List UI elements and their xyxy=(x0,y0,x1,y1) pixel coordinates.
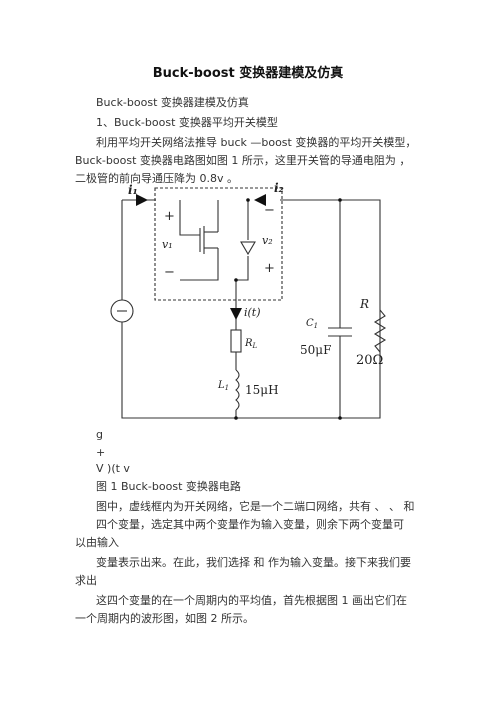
paragraph-line: 图中，虚线框内为开关网络，它是一个二端口网络，共有 、 、 和 xyxy=(96,500,415,513)
stray-text-plus: + xyxy=(96,446,106,459)
circuit-diagram: i₁ i₂ + − v₁ − + v₂ i(t) RL L1 15μH C1 5… xyxy=(110,181,387,420)
label-r: R xyxy=(359,297,369,311)
label-it: i(t) xyxy=(244,306,261,319)
paragraph-line: 四个变量，选定其中两个变量作为输入变量，则余下两个变量可 xyxy=(96,518,404,531)
label-capacitor-value: 50μF xyxy=(300,343,331,357)
label-i2: i₂ xyxy=(274,181,284,195)
label-plus-left: + xyxy=(164,209,175,224)
label-minus-left: − xyxy=(164,265,175,280)
stray-text-vt: V )(t v xyxy=(96,462,130,475)
paragraph-line: Buck-boost 变换器电路图如图 1 所示，这里开关管的导通电阻为 ， xyxy=(75,154,411,167)
heading: Buck-boost 变换器建模及仿真 xyxy=(96,96,249,109)
paragraph-line: 以由输入 xyxy=(75,536,119,549)
diode-symbol xyxy=(240,241,256,256)
paragraph-line: 这四个变量的在一个周期内的平均值，首先根据图 1 画出它们在 xyxy=(96,594,407,607)
label-plus-right: + xyxy=(264,261,275,276)
label-v2: v₂ xyxy=(262,234,273,247)
current-arrow-i1 xyxy=(136,194,148,206)
document-title: Buck-boost 变换器建模及仿真 xyxy=(152,66,344,81)
section-heading: 1、Buck-boost 变换器平均开关模型 xyxy=(96,116,278,129)
label-rl: RL xyxy=(244,338,258,350)
stray-text-g: g xyxy=(96,428,103,441)
label-v1: v₁ xyxy=(162,238,173,251)
label-c1: C1 xyxy=(306,318,318,330)
paragraph-line: 二极管的前向导通压降为 0.8v 。 xyxy=(75,172,238,185)
label-resistor-value: 20Ω xyxy=(356,353,383,368)
paragraph-line: 变量表示出来。在此，我们选择 和 作为输入变量。接下来我们要 xyxy=(96,556,411,569)
figure-caption: 图 1 Buck-boost 变换器电路 xyxy=(96,480,241,493)
current-arrow-it xyxy=(230,308,242,320)
paragraph-line: 利用平均开关网络法推导 buck —boost 变换器的平均开关模型， xyxy=(96,136,417,149)
current-arrow-i2 xyxy=(254,194,266,206)
label-l1: L1 xyxy=(217,380,229,392)
paragraph-line: 一个周期内的波形图，如图 2 所示。 xyxy=(75,612,254,625)
paragraph-line: 求出 xyxy=(75,574,97,587)
label-inductor-value: 15μH xyxy=(245,383,279,397)
label-minus-right: − xyxy=(264,203,275,218)
label-i1: i₁ xyxy=(128,183,138,197)
